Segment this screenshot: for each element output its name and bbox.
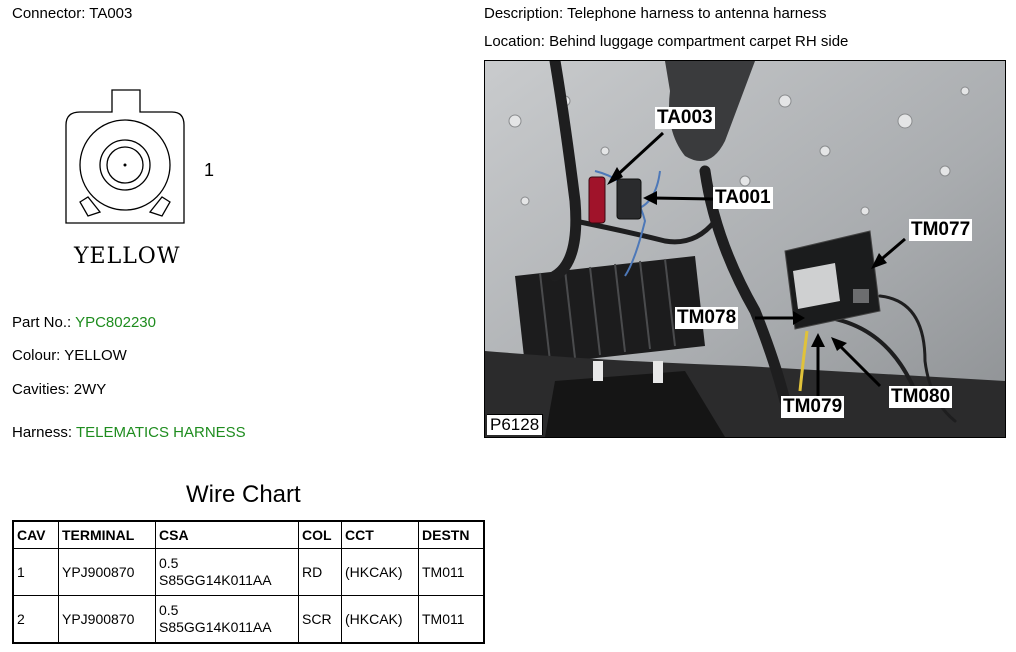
cell-csa: 0.5 S85GG14K011AA (155, 548, 299, 596)
csa-part: S85GG14K011AA (159, 619, 272, 635)
cell-terminal: YPJ900870 (58, 548, 156, 596)
cell-col: RD (298, 548, 342, 596)
connector-value: TA003 (89, 5, 133, 22)
cavities-line: Cavities: 2WY (12, 381, 106, 398)
photo-illustration (485, 61, 1005, 437)
cell-cct: (HKCAK) (341, 548, 419, 596)
callout-tm079: TM079 (781, 396, 845, 418)
table-row: 2 YPJ900870 0.5 S85GG14K011AA SCR (HKCAK… (12, 595, 485, 644)
location-value: Behind luggage compartment carpet RH sid… (549, 33, 849, 50)
cell-csa: 0.5 S85GG14K011AA (155, 595, 299, 644)
csa-size: 0.5 (159, 602, 179, 618)
cavities-label: Cavities: (12, 381, 70, 398)
csa-part: S85GG14K011AA (159, 572, 272, 588)
header-cav: CAV (12, 520, 59, 549)
location-label: Location: (484, 33, 545, 50)
connector-colour-caption: YELLOW (74, 244, 181, 269)
wire-chart-title: Wire Chart (186, 481, 301, 508)
callout-ta003: TA003 (655, 107, 715, 129)
callout-tm077: TM077 (909, 219, 973, 241)
description-value: Telephone harness to antenna harness (567, 5, 827, 22)
cell-cav: 1 (12, 548, 59, 596)
callout-tm078: TM078 (675, 307, 739, 329)
header-terminal: TERMINAL (58, 520, 156, 549)
part-number-line: Part No.: YPC802230 (12, 314, 156, 331)
photo-id-label: P6128 (487, 414, 544, 435)
callout-ta001: TA001 (713, 187, 773, 209)
cell-terminal: YPJ900870 (58, 595, 156, 644)
location-photo: TA003 TA001 TM077 TM078 TM079 TM080 P612… (484, 60, 1006, 438)
location-line: Location: Behind luggage compartment car… (484, 33, 848, 50)
connector-line: Connector: TA003 (12, 5, 132, 22)
part-number-link[interactable]: YPC802230 (75, 314, 156, 331)
harness-link[interactable]: TELEMATICS HARNESS (75, 424, 246, 441)
cell-destn: TM011 (418, 595, 485, 644)
header-col: COL (298, 520, 342, 549)
wire-chart-table: CAV TERMINAL CSA COL CCT DESTN 1 YPJ9008… (12, 520, 485, 644)
description-label: Description: (484, 5, 564, 22)
harness-label: Harness: (12, 424, 73, 441)
description-line: Description: Telephone harness to antenn… (484, 5, 826, 22)
csa-size: 0.5 (159, 555, 179, 571)
connector-label: Connector: (12, 5, 86, 22)
cavities-value: 2WY (73, 381, 107, 398)
part-number-label: Part No.: (12, 314, 72, 331)
colour-label: Colour: (12, 347, 61, 364)
connector-face-diagram (65, 89, 185, 224)
colour-line: Colour: YELLOW (12, 347, 127, 364)
header-destn: DESTN (418, 520, 485, 549)
harness-line: Harness: TELEMATICS HARNESS (12, 424, 246, 441)
table-row: 1 YPJ900870 0.5 S85GG14K011AA RD (HKCAK)… (12, 548, 485, 596)
cavity-number-label: 1 (204, 160, 215, 180)
cell-cct: (HKCAK) (341, 595, 419, 644)
cell-col: SCR (298, 595, 342, 644)
header-csa: CSA (155, 520, 299, 549)
table-header-row: CAV TERMINAL CSA COL CCT DESTN (12, 520, 485, 549)
header-cct: CCT (341, 520, 419, 549)
cell-destn: TM011 (418, 548, 485, 596)
cell-cav: 2 (12, 595, 59, 644)
callout-tm080: TM080 (889, 386, 953, 408)
colour-value: YELLOW (64, 347, 127, 364)
